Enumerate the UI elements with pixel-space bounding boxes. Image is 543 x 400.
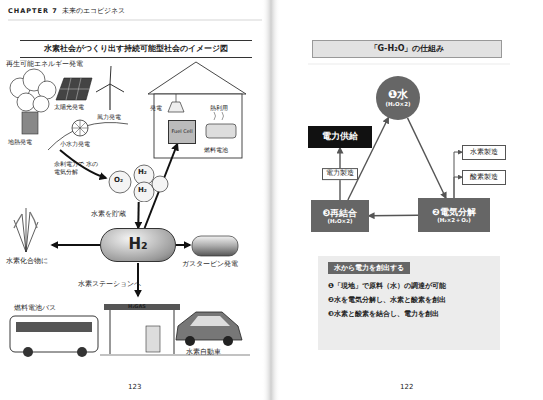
text-label: 水素自動車 xyxy=(186,348,221,356)
text-label: 発電 xyxy=(150,104,162,112)
text-label: 風力発電 xyxy=(97,113,121,121)
list-item: ❷水を電気分解し、水素と酸素を創出 xyxy=(328,296,446,304)
wheel-spokes xyxy=(72,120,88,136)
steam-cloud xyxy=(10,69,56,112)
geothermal-plant xyxy=(22,112,38,134)
flow-connector xyxy=(369,215,418,217)
turbine-pole xyxy=(109,84,110,110)
steam-puff xyxy=(17,93,35,111)
station-canopy xyxy=(104,304,180,310)
flow-arrow xyxy=(137,263,139,296)
bus-wheel xyxy=(77,347,87,357)
house-roof xyxy=(148,62,246,94)
node-title: ❷電気分解 xyxy=(432,207,476,217)
node-title: ❶水 xyxy=(388,89,408,102)
text-label: 余剰電力で 水の電気分解 xyxy=(54,160,98,175)
thin-rule xyxy=(308,64,510,65)
summary-panel: 水から電力を創出する ❶「現地」で原料（水）の調達が可能 ❷水を電気分解し、水素と酸… xyxy=(318,256,500,350)
product-box: 酸素製造 xyxy=(462,170,506,185)
water-wheel xyxy=(72,120,88,136)
bus-body xyxy=(10,316,98,352)
bathtub xyxy=(206,124,236,138)
node-title: 酸素製造 xyxy=(470,174,498,181)
text-label: CHAPTER 7 xyxy=(8,7,58,15)
flow-connector xyxy=(454,152,462,198)
text-label: 燃料電池 xyxy=(204,146,228,154)
bus-windows xyxy=(16,322,92,332)
hydrogen-tank: H₂ xyxy=(100,228,176,262)
text-label: 122 xyxy=(400,383,413,392)
text-label: 熱利用 xyxy=(210,104,228,112)
rice-ears xyxy=(14,212,37,228)
node-title: ❸再結合 xyxy=(323,208,358,218)
text-label: 水素化合物に xyxy=(6,257,48,265)
node-title: 水素社会がつくり出す持続可能型社会のイメージ図 xyxy=(44,44,228,53)
text-label: H₂GAS xyxy=(128,303,146,309)
node-text: (H₂O×2) xyxy=(385,101,410,107)
lamp xyxy=(168,94,184,112)
flow-arrow xyxy=(52,244,100,246)
text-label: 123 xyxy=(128,383,141,392)
flow-connector xyxy=(407,118,445,198)
list-item: ❶「現地」で原料（水）の調達が可能 xyxy=(328,282,446,290)
list-item: ❸水素と酸素を結合し、電力を創出 xyxy=(328,310,439,318)
fuel-cell-box: Fuel Cell xyxy=(168,120,196,144)
text-label: 太陽光発電 xyxy=(54,103,84,111)
node-title: 「G-H₂O」の仕組み xyxy=(370,44,445,53)
panel-tab: 水から電力を創出する xyxy=(328,262,410,274)
edge-label: 電力製造 xyxy=(322,168,358,180)
node-title: O₂ xyxy=(114,176,123,184)
node-title: Fuel Cell xyxy=(171,129,192,135)
flow-arrow xyxy=(176,244,190,246)
process-box: ❷電気分解(H₂×2＋O₂) xyxy=(418,198,490,232)
text-label: 再生可能エネルギー発電 xyxy=(6,60,83,68)
steam-puff xyxy=(33,96,49,112)
electrolysis-bubbles: O₂ H₂ H₂ xyxy=(108,162,170,202)
text-label: ガスタービン発電 xyxy=(182,260,238,268)
text-label: 地熱発電 xyxy=(8,138,32,146)
station-pillar xyxy=(110,310,174,354)
node-title: 電力供給 xyxy=(322,132,358,142)
node-title: H₂ xyxy=(128,236,147,253)
flow-connector xyxy=(454,177,462,198)
bubble xyxy=(134,182,154,202)
bubble xyxy=(152,176,168,192)
node-text: H₂ xyxy=(138,186,147,194)
book-spine xyxy=(262,0,280,400)
node-text: (H₂O×2) xyxy=(327,218,352,224)
bath-steam xyxy=(214,112,224,120)
turbine-blades xyxy=(96,66,124,92)
bus-wheel xyxy=(23,347,33,357)
solar-grid xyxy=(60,78,89,100)
bubble xyxy=(109,171,131,193)
car-window xyxy=(190,316,230,326)
node-text: (H₂×2＋O₂) xyxy=(437,217,471,223)
solar-panel xyxy=(56,78,92,100)
rice-plant xyxy=(14,208,38,252)
process-circle: ❶水(H₂O×2) xyxy=(376,76,420,120)
output-box: 電力供給 xyxy=(308,126,372,148)
heading-band: 水素社会がつくり出す持続可能型社会のイメージ図 xyxy=(20,40,252,58)
flow-connector xyxy=(137,202,139,228)
header-rule xyxy=(8,20,262,21)
text-label: 未来のエコビジネス xyxy=(62,7,125,15)
node-title: 水素製造 xyxy=(470,149,498,156)
car-wheel xyxy=(185,336,195,346)
node-text: H₂ xyxy=(138,168,147,176)
fuel-pump xyxy=(146,326,160,352)
gas-turbine xyxy=(192,236,238,256)
product-box: 水素製造 xyxy=(462,145,506,160)
heading-band: 「G-H₂O」の仕組み xyxy=(312,40,502,58)
house-wall xyxy=(154,94,242,158)
text-label: 小水力発電 xyxy=(60,140,90,148)
process-box: ❸再結合(H₂O×2) xyxy=(311,200,369,232)
edge-label: 水素を貯蔵 xyxy=(91,211,126,219)
car-wheel xyxy=(223,336,233,346)
ground-line xyxy=(100,355,250,356)
text-label: 水素ステーションへ xyxy=(78,280,141,288)
text-label: 燃料電池バス xyxy=(14,304,56,312)
car-body xyxy=(176,312,242,340)
